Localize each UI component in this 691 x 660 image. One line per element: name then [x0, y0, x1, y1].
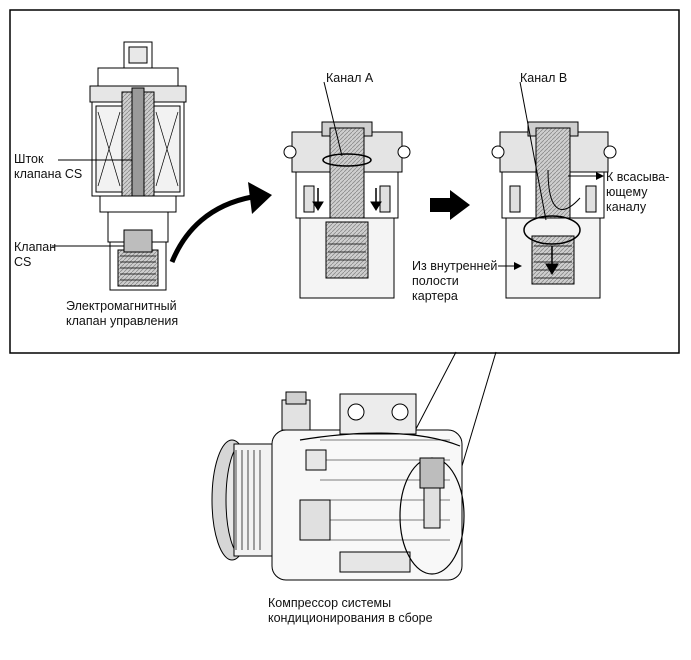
from-crankcase-arrowhead — [514, 262, 522, 270]
channel-a-leader — [323, 81, 343, 157]
solenoid-label: Электромагнитный клапан управления — [66, 299, 179, 328]
callout-line-2 — [461, 351, 497, 467]
compressor-drawing — [211, 391, 465, 581]
valve-state-b-drawing — [491, 121, 617, 299]
channel-b-label: Канал B — [520, 71, 568, 85]
to-suction-label: К всасыва- ющему каналу — [606, 170, 670, 214]
transition-arrow-curve — [169, 194, 253, 263]
block-arrow-right — [430, 190, 470, 220]
solenoid-valve-drawing — [89, 41, 187, 291]
upper-frame — [9, 9, 680, 354]
valve-state-a-flow-arrows — [312, 188, 382, 211]
stem-label: Шток клапана CS — [14, 152, 83, 181]
compressor-label: Компрессор системы кондиционирования в с… — [268, 596, 433, 625]
to-suction-arrowhead — [596, 172, 604, 180]
valve-label: Клапан CS — [14, 240, 57, 269]
from-crankcase-label: Из внутренней полости картера — [412, 259, 498, 303]
channel-a-label: Канал A — [326, 71, 374, 85]
transition-arrow-head — [248, 182, 272, 214]
channel-b-leader — [519, 81, 547, 221]
valve-state-b-flow-arrow — [545, 169, 581, 275]
valve-state-a-drawing — [283, 121, 411, 299]
